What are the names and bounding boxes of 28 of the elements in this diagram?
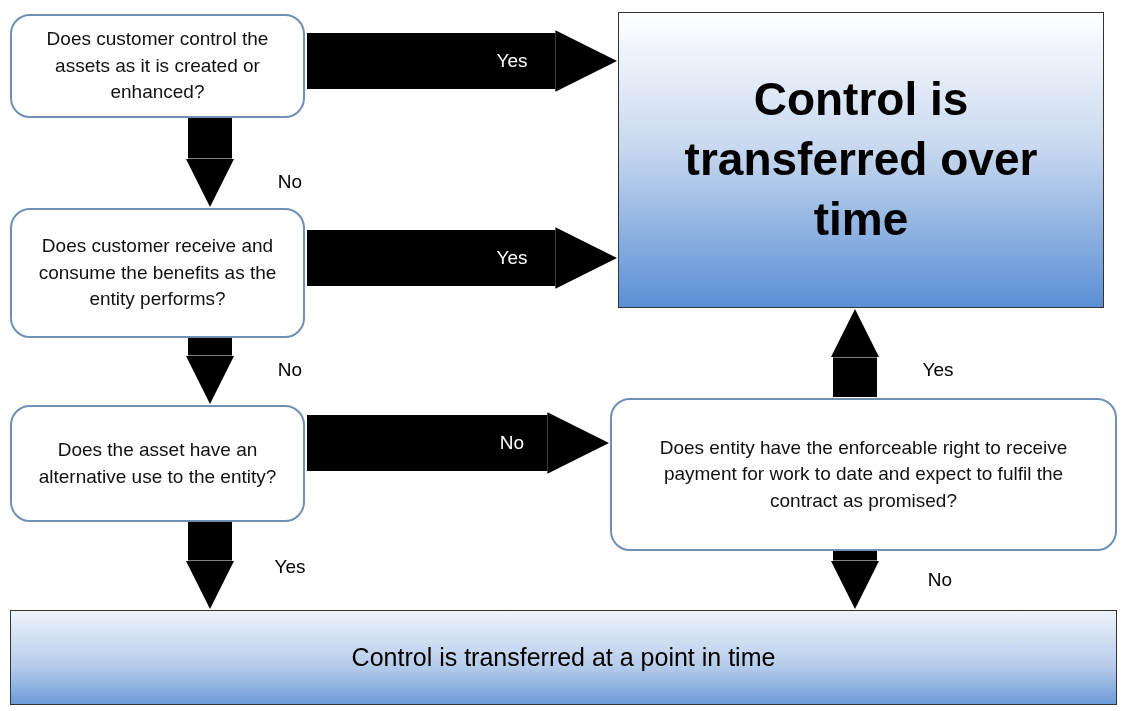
box-text: Does the asset have an alternative use to the entity?	[37, 437, 278, 489]
edge-label: No	[277, 171, 303, 193]
block-arrow	[830, 309, 880, 397]
box-text: Does entity have the enforceable right to receive payment for work to date and expect to fulfil the contract as promised?	[658, 435, 1069, 513]
block-arrow	[185, 522, 235, 609]
block-arrow	[185, 338, 235, 404]
block-arrow	[185, 118, 235, 207]
block-arrow	[307, 227, 617, 289]
edge-label: No	[927, 569, 953, 591]
block-arrow	[307, 30, 617, 92]
edge-label: No	[499, 432, 525, 454]
decision-box	[10, 208, 305, 338]
edge-label: Yes	[274, 556, 306, 578]
decision-box	[10, 14, 305, 118]
decision-box	[610, 398, 1117, 551]
edge-label: No	[277, 359, 303, 381]
block-arrow	[307, 412, 609, 474]
edge-label: Yes	[496, 247, 528, 269]
box-text: Does customer control the assets as it is created or enhanced?	[45, 27, 270, 105]
box-text: Control is transferred at a point in time	[351, 643, 776, 672]
edge-label: Yes	[922, 359, 954, 381]
outcome-box	[618, 12, 1104, 308]
edge-label: Yes	[496, 50, 528, 72]
box-text: Control is transferred over time	[683, 72, 1039, 247]
decision-box	[10, 405, 305, 522]
box-text: Does customer receive and consume the benefits as the entity performs?	[37, 234, 278, 312]
outcome-box	[10, 610, 1117, 705]
block-arrow	[830, 551, 880, 609]
